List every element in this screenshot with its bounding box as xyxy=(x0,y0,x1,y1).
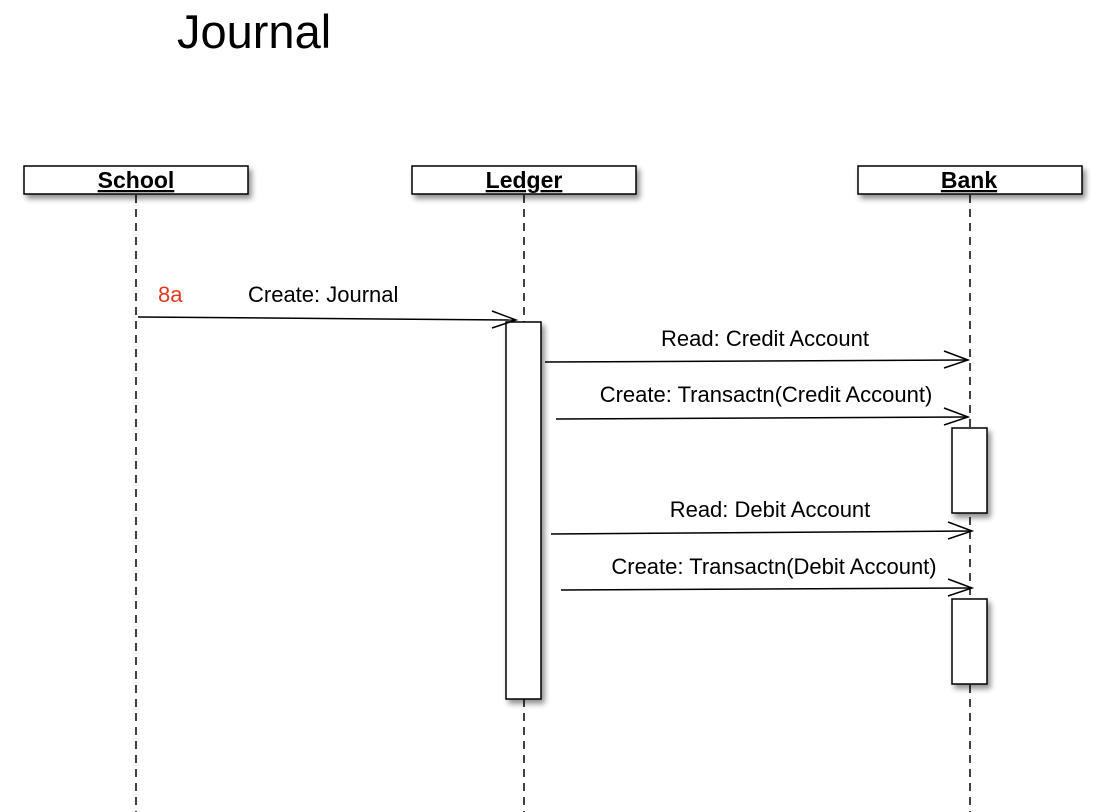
message-label: Create: Journal xyxy=(248,282,398,307)
arrowhead-icon xyxy=(947,521,975,540)
actor-label-ledger: Ledger xyxy=(486,167,563,193)
arrowhead-icon xyxy=(943,350,971,369)
arrowhead-icon xyxy=(491,310,519,329)
actor-label-bank: Bank xyxy=(941,167,997,193)
activation-ledger xyxy=(505,321,542,700)
message-read-credit-account: Read: Credit Account xyxy=(544,326,971,369)
diagram-title: Journal xyxy=(177,5,331,58)
activation-bank-debit xyxy=(951,598,988,685)
message-label: Read: Credit Account xyxy=(661,326,869,351)
actor-box-ledger xyxy=(411,165,637,195)
actor-box-bank xyxy=(857,165,1083,195)
activation-bank-credit xyxy=(951,427,988,514)
actor-bank[interactable]: Bank xyxy=(857,165,1083,195)
actor-label-school: School xyxy=(98,167,175,193)
step-number: 8a xyxy=(158,282,183,307)
message-label: Create: Transactn(Credit Account) xyxy=(600,382,933,407)
actor-box-school xyxy=(23,165,249,195)
message-create-transactn-credit: Create: Transactn(Credit Account) xyxy=(555,382,971,426)
message-create-journal: Create: Journal xyxy=(137,282,519,329)
message-create-transactn-debit: Create: Transactn(Debit Account) xyxy=(560,554,975,597)
message-read-debit-account: Read: Debit Account xyxy=(550,497,975,540)
actor-school[interactable]: School xyxy=(23,165,249,195)
actor-ledger[interactable]: Ledger xyxy=(411,165,637,195)
arrowhead-icon xyxy=(947,578,975,597)
arrowhead-icon xyxy=(943,407,971,426)
message-label: Create: Transactn(Debit Account) xyxy=(611,554,936,579)
message-label: Read: Debit Account xyxy=(670,497,871,522)
